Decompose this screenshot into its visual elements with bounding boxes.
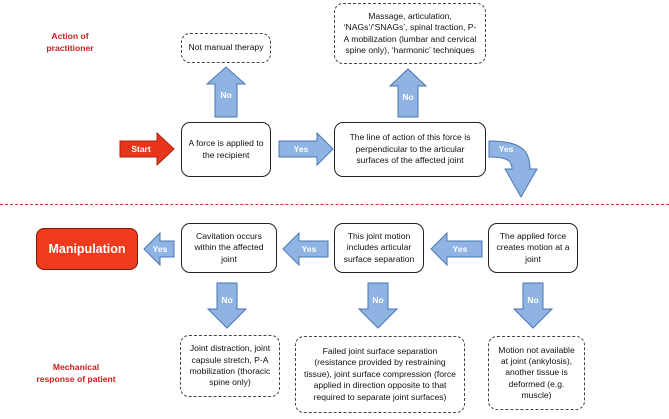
not-manual-therapy-box: Not manual therapy xyxy=(181,33,271,63)
start-label: Start xyxy=(131,144,151,154)
practitioner-label: Action of practitioner xyxy=(46,31,94,53)
force-applied-box: A force is applied to the recipient xyxy=(181,122,271,177)
yes-arrow-1 xyxy=(278,131,334,167)
no-arrow-down-1 xyxy=(206,282,248,329)
line-of-action-box: The line of action of this force is perp… xyxy=(334,122,486,177)
yes-arrow-2 xyxy=(430,231,483,267)
yes-label-curved: Yes xyxy=(499,144,514,154)
no-arrow-up-2 xyxy=(388,68,428,118)
massage-box: Massage, articulation, ‘NAGs’/‘SNAGs’, s… xyxy=(334,3,486,64)
creates-motion-box: The applied force creates motion at a jo… xyxy=(488,223,578,273)
section-divider xyxy=(0,204,669,205)
no-label-down-1: No xyxy=(221,295,232,305)
no-label-up-1: No xyxy=(220,90,231,100)
yes-arrow-curved xyxy=(488,140,538,199)
motion-not-available-box: Motion not available at joint (ankylosis… xyxy=(488,336,585,410)
joint-motion-box: This joint motion includes articular sur… xyxy=(334,223,424,273)
no-arrow-down-3 xyxy=(512,282,554,329)
start-arrow xyxy=(119,131,175,167)
yes-label-4: Yes xyxy=(153,244,168,254)
manipulation-box: Manipulation xyxy=(36,228,138,270)
failed-separation-box: Failed joint surface separation (resista… xyxy=(295,336,465,413)
cavitation-box: Cavitation occurs within the affected jo… xyxy=(181,223,277,273)
yes-arrow-3 xyxy=(282,231,329,267)
no-label-up-2: No xyxy=(402,92,413,102)
patient-label: Mechanical response of patient xyxy=(36,362,116,384)
no-arrow-up-1 xyxy=(205,66,247,118)
no-label-down-2: No xyxy=(372,295,383,305)
joint-distraction-box: Joint distraction, joint capsule stretch… xyxy=(180,335,280,397)
no-arrow-down-2 xyxy=(357,282,399,329)
yes-arrow-4 xyxy=(143,231,175,267)
no-label-down-3: No xyxy=(527,295,538,305)
yes-label-3: Yes xyxy=(302,244,317,254)
yes-label-1: Yes xyxy=(294,144,309,154)
yes-label-2: Yes xyxy=(453,244,468,254)
